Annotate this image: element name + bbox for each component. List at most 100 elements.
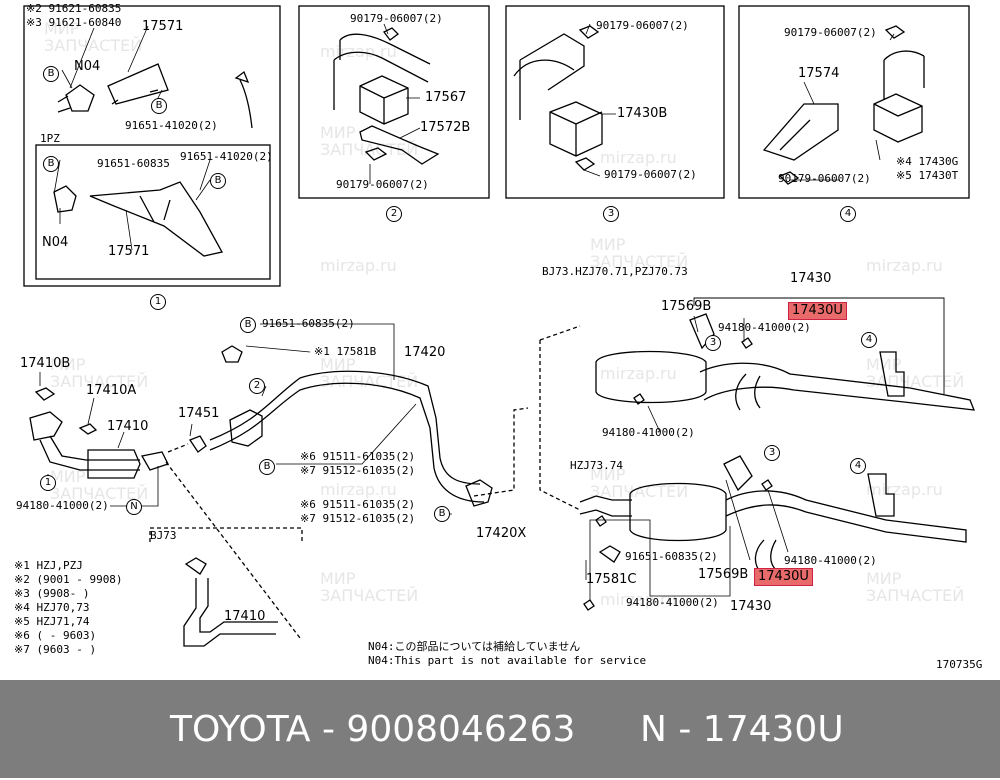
part-label: ※7 91512-61035(2) [300,512,416,525]
inset-number-4: 4 [840,206,856,222]
reference-3: 3 [705,335,721,351]
inset-number-2: 2 [386,206,402,222]
part-label: 91651-60835(2) [262,317,355,330]
part-label: ※3 91621-60840 [26,16,122,29]
engine-label: 1PZ [40,132,60,145]
part-label: ※6 91511-61035(2) [300,498,416,511]
watermark: mirzap.ru [320,480,397,499]
watermark: mirzap.ru [320,256,397,275]
part-label: ※1 17581B [314,345,377,358]
part-label: 17410B [20,356,71,371]
footer-text: TOYOTA - 9008046263 N - 17430U [0,680,1000,778]
part-label: 94180-41000(2) [784,554,877,567]
reference-4: 4 [850,458,866,474]
inset-number-3: 3 [603,206,619,222]
brand-part-number: TOYOTA - 9008046263 [170,709,576,750]
part-label: 17571 [142,19,184,34]
reference-4: 4 [861,332,877,348]
section-label: BJ73.HZJ70.71,PZJ70.73 [542,265,688,278]
part-label: 17451 [178,406,220,421]
part-label: 91651-60835 [97,157,170,170]
reference-1: 1 [40,475,56,491]
bolt-icon: B [240,317,256,333]
note-japanese: N04:この部品については補給していません [368,640,581,653]
part-label: 90179-06007(2) [604,168,697,181]
footer-bar: TOYOTA - 9008046263 N - 17430U [0,680,1000,778]
part-label: ※5 17430T [896,169,959,182]
part-label: 90179-06007(2) [778,172,871,185]
bolt-icon: B [43,66,59,82]
part-label: 17581C [586,572,637,587]
part-label: 17420 [404,345,446,360]
reference-2: 2 [249,378,265,394]
part-label: 91651-41020(2) [180,150,273,163]
part-label: ※2 91621-60835 [26,2,122,15]
part-label: 94180-41000(2) [626,596,719,609]
part-label: N04 [74,59,101,74]
section-label: HZJ73.74 [570,459,623,472]
part-label: 17567 [425,90,467,105]
legend-item: ※1 HZJ,PZJ [14,559,83,572]
part-label: ※4 17430G [896,155,959,168]
inset-number-1: 1 [150,294,166,310]
watermark: mirzap.ru [866,480,943,499]
watermark: mirzap.ru [866,256,943,275]
part-label: ※7 91512-61035(2) [300,464,416,477]
bolt-icon: B [434,506,450,522]
note-english: N04:This part is not available for servi… [368,654,647,667]
part-label: 17410 [107,419,149,434]
part-label: 90179-06007(2) [784,26,877,39]
part-label: 90179-06007(2) [336,178,429,191]
figure-code: 170735G [936,658,983,671]
highlighted-part-label: 17430U [754,568,813,586]
diagram-lines [23,5,976,647]
bolt-icon: B [43,156,59,172]
legend-item: ※6 ( - 9603) [14,629,97,642]
legend-item: ※7 (9603 - ) [14,643,97,656]
variant-label: BJ73 [150,529,177,542]
highlighted-part-label: 17430U [788,302,847,320]
part-label: 94180-41000(2) [602,426,695,439]
legend-item: ※3 (9908- ) [14,587,90,600]
watermark: mirzap.ru [600,590,677,609]
part-label: 17430B [617,106,668,121]
part-label: 17569B [698,567,749,582]
part-label: 17430 [730,599,772,614]
watermark: mirzap.ru [600,364,677,383]
part-label: 17410A [86,383,137,398]
part-label: 94180-41000(2) [16,499,109,512]
part-label: 94180-41000(2) [718,321,811,334]
part-label: 17410 [224,609,266,624]
part-label: 17572B [420,120,471,135]
nut-icon: N [126,499,142,515]
part-label: 17569B [661,299,712,314]
part-label: 91651-41020(2) [125,119,218,132]
part-label: N04 [42,235,69,250]
part-label: 90179-06007(2) [596,19,689,32]
legend-item: ※2 (9001 - 9908) [14,573,123,586]
diagram-ref-number: N - 17430U [640,709,844,750]
bolt-icon: B [151,98,167,114]
model-legend: ※1 HZJ,PZJ ※2 (9001 - 9908) ※3 (9908- ) … [14,559,123,657]
watermark: mirzap.ru [600,148,677,167]
bolt-icon: B [210,173,226,189]
part-label: 17430 [790,271,832,286]
availability-note: N04:この部品については補給していません N04:This part is n… [368,640,646,668]
part-label: 17571 [108,244,150,259]
part-label: 91651-60835(2) [625,550,718,563]
part-label: 90179-06007(2) [350,12,443,25]
bolt-icon: B [259,459,275,475]
part-label: 17420X [476,526,527,541]
reference-3: 3 [764,445,780,461]
part-label: 17574 [798,66,840,81]
part-label: ※6 91511-61035(2) [300,450,416,463]
